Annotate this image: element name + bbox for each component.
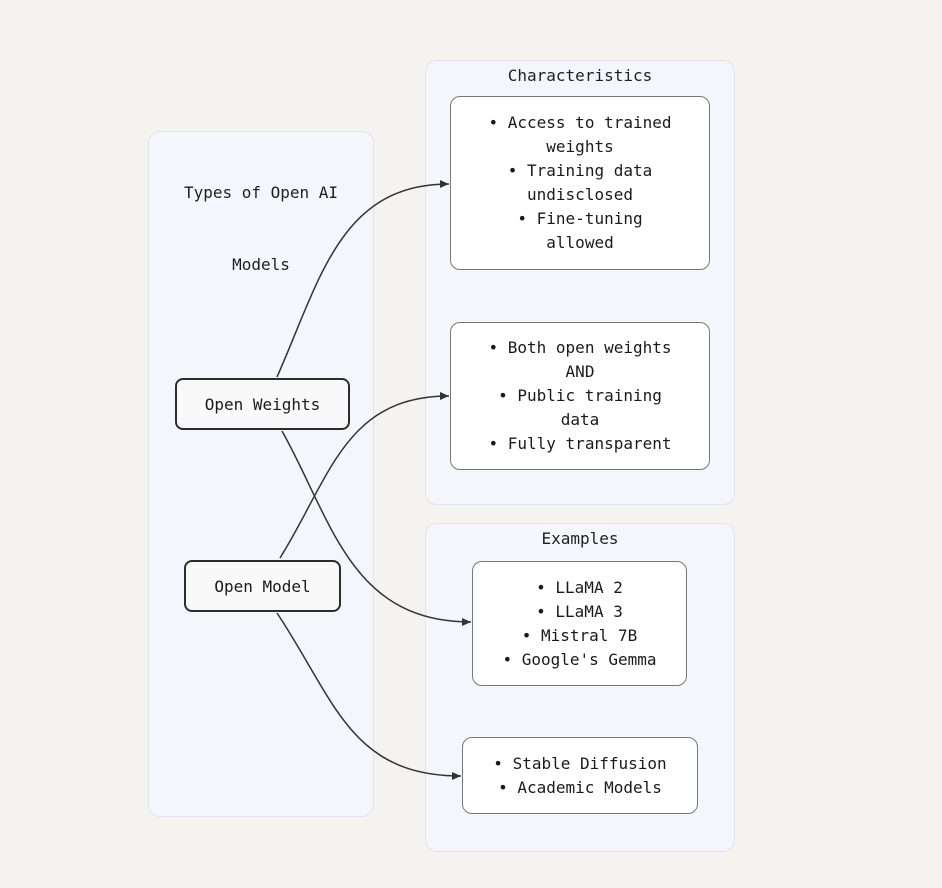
bullet-line: • Both open weights bbox=[488, 338, 672, 357]
left-cluster-title-line-1: Types of Open AI bbox=[183, 183, 339, 202]
node-open-weights: Open Weights bbox=[175, 378, 350, 430]
examples-box-open-model: • Stable Diffusion • Academic Models bbox=[462, 737, 698, 814]
left-cluster-title-line-2: Models bbox=[232, 255, 290, 274]
bullet-line: • LLaMA 3 bbox=[536, 601, 623, 621]
bullet-line: allowed bbox=[546, 233, 614, 252]
bullet-line: • Fully transparent bbox=[488, 434, 672, 453]
examples-cluster-title: Examples bbox=[541, 529, 619, 548]
left-cluster bbox=[148, 131, 374, 817]
characteristics-cluster-title: Characteristics bbox=[507, 66, 653, 85]
bullet-line: data bbox=[560, 410, 600, 429]
bullet-line: • Stable Diffusion bbox=[493, 753, 667, 773]
bullet-line: AND bbox=[565, 362, 595, 381]
bullet-line: • LLaMA 2 bbox=[536, 577, 623, 597]
bullet-line: weights bbox=[546, 137, 614, 156]
edge-open-weights-to-examples bbox=[281, 430, 472, 626]
bullet-line: • Academic Models bbox=[498, 777, 662, 797]
left-cluster-title: Types of Open AI Models bbox=[148, 133, 374, 325]
bullet-line: • Public training bbox=[498, 386, 662, 405]
edge-open-model-to-examples bbox=[276, 612, 462, 780]
bullet-line: • Training data bbox=[507, 161, 653, 180]
bullet-line: • Fine-tuning bbox=[517, 209, 643, 228]
examples-box-open-weights: • LLaMA 2 • LLaMA 3 • Mistral 7B • Googl… bbox=[472, 561, 687, 686]
characteristics-box-open-weights: • Access to trained weights • Training d… bbox=[450, 96, 710, 270]
bullet-line: • Mistral 7B bbox=[521, 625, 638, 645]
edge-open-weights-to-characteristics bbox=[276, 180, 450, 378]
node-open-model: Open Model bbox=[184, 560, 341, 612]
bullet-line: • Access to trained bbox=[488, 113, 672, 132]
bullet-line: • Google's Gemma bbox=[502, 649, 657, 669]
edge-open-model-to-characteristics bbox=[279, 392, 450, 559]
bullet-line: undisclosed bbox=[527, 185, 633, 204]
characteristics-box-open-model: • Both open weights AND • Public trainin… bbox=[450, 322, 710, 470]
